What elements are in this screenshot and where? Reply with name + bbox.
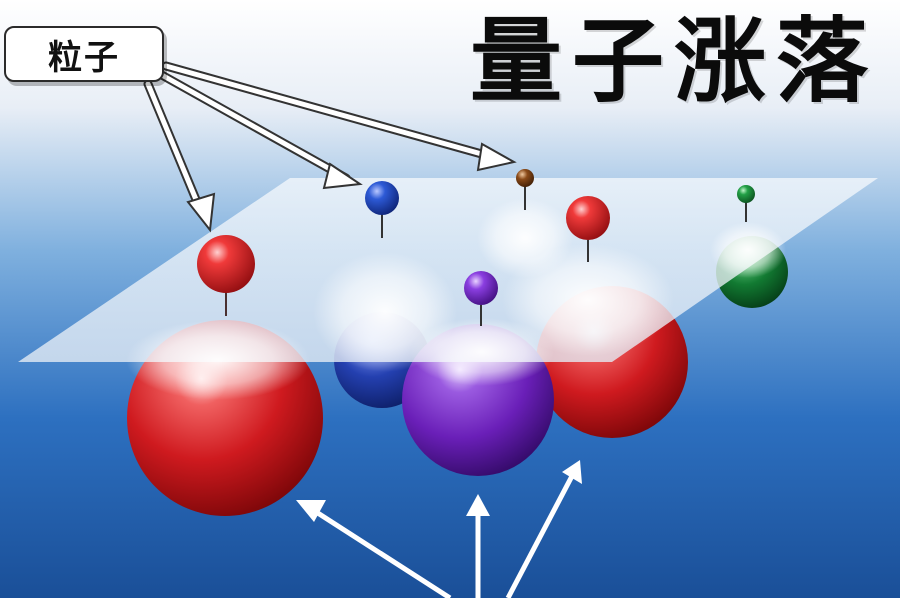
arrow-icon — [466, 494, 490, 598]
particle-label-box: 粒子 — [4, 26, 164, 82]
sphere-arrows — [296, 460, 582, 598]
arrow-icon — [296, 500, 452, 598]
arrow-icon — [143, 79, 216, 233]
arrow-icon — [161, 61, 517, 172]
particle-arrows — [143, 61, 517, 233]
purple-particle — [464, 271, 498, 305]
particle-label: 粒子 — [48, 37, 120, 78]
brown-particle — [516, 169, 534, 187]
green-particle — [737, 185, 755, 203]
blue-particle — [365, 181, 399, 215]
arrow-icon — [505, 460, 582, 598]
plane-glows — [126, 198, 786, 400]
page-title: 量子涨落 — [469, 7, 878, 115]
red-particle-left — [197, 235, 255, 293]
arrow-icon — [155, 69, 363, 190]
red-particle-right — [566, 196, 610, 240]
particles — [197, 169, 755, 326]
